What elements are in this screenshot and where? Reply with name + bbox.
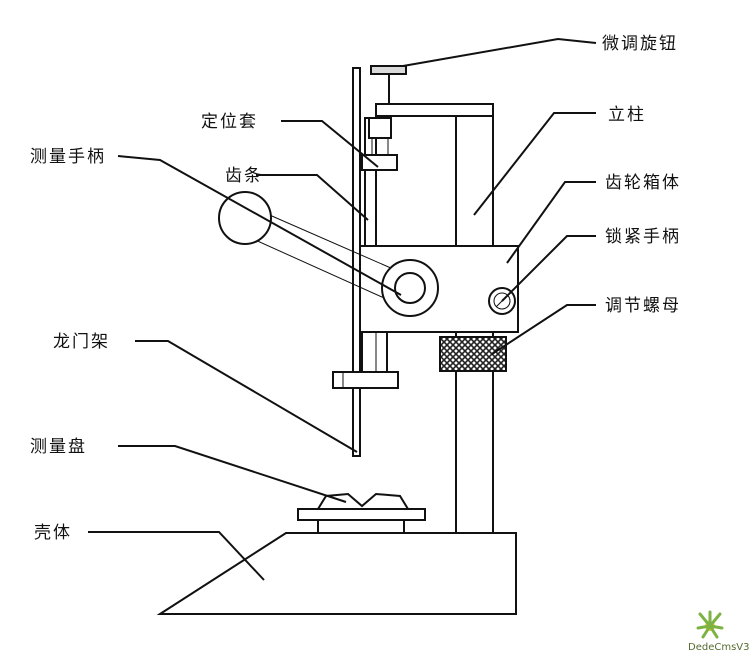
gantry-rod xyxy=(352,67,361,457)
watermark-text: DedeCmsV3 xyxy=(688,642,750,653)
label-adjusting-nut: 调节螺母 xyxy=(605,296,681,316)
locating-sleeve xyxy=(368,117,392,139)
label-measuring-handle: 测量手柄 xyxy=(30,147,106,167)
rack-lower xyxy=(361,331,388,373)
handle-hub-inner xyxy=(394,272,426,304)
top-arm xyxy=(375,103,494,117)
locking-handle-inner xyxy=(493,292,511,310)
label-gear-box: 齿轮箱体 xyxy=(605,173,681,193)
flower-logo-icon xyxy=(696,610,724,639)
sleeve-collar xyxy=(361,154,398,171)
label-gantry-frame: 龙门架 xyxy=(53,332,110,352)
handle-ball xyxy=(218,191,272,245)
housing-body xyxy=(156,532,517,615)
adjusting-nut xyxy=(439,336,507,372)
lower-collar xyxy=(332,371,399,389)
label-housing: 壳体 xyxy=(34,523,72,543)
label-measuring-plate: 测量盘 xyxy=(30,437,87,457)
label-locating-sleeve: 定位套 xyxy=(201,112,258,132)
label-fine-knob: 微调旋钮 xyxy=(602,34,678,54)
label-locking-handle: 锁紧手柄 xyxy=(605,227,681,247)
label-rack: 齿条 xyxy=(225,166,263,186)
measuring-plate-base xyxy=(317,519,405,534)
fine-knob xyxy=(370,65,407,75)
label-column: 立柱 xyxy=(608,105,646,125)
measuring-plate xyxy=(297,508,426,521)
